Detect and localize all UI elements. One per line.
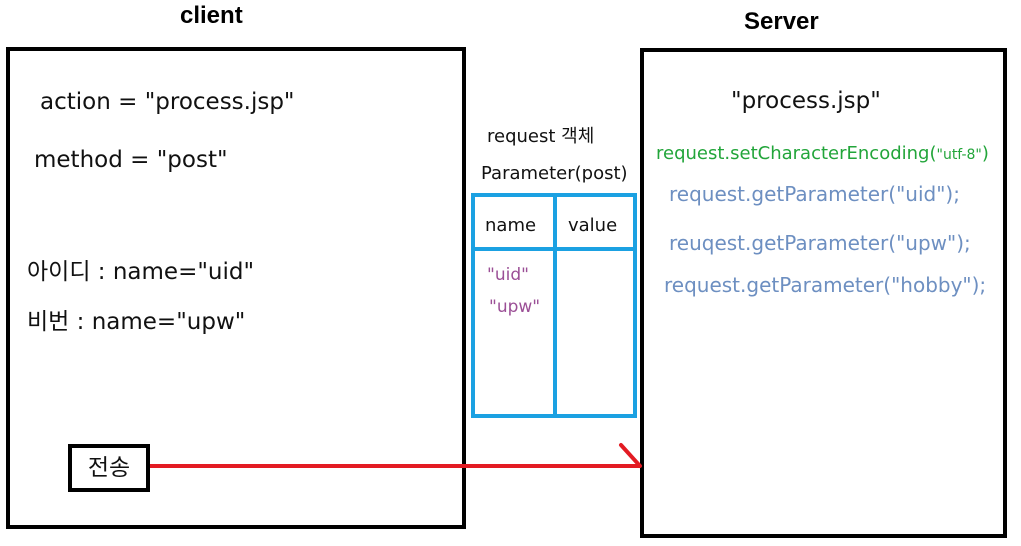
parameter-header-divider <box>475 247 633 251</box>
submit-button[interactable]: 전송 <box>68 444 150 492</box>
server-title: Server <box>744 8 819 35</box>
client-title: client <box>180 2 243 29</box>
parameter-table: name value "uid" "upw" <box>471 193 637 418</box>
get-parameter-upw-line: reuqest.getParameter("upw"); <box>669 231 971 255</box>
uid-field-label: 아이디 : name="uid" <box>27 259 255 285</box>
set-character-encoding-close: ) <box>981 143 989 164</box>
parameter-name-upw: "upw" <box>489 297 541 317</box>
set-character-encoding-call: request.setCharacterEncoding( <box>656 143 937 164</box>
upw-field-label: 비번 : name="upw" <box>27 309 246 335</box>
server-file-name: "process.jsp" <box>731 88 881 114</box>
get-parameter-hobby-line: request.getParameter("hobby"); <box>664 273 987 297</box>
parameter-name-uid: "uid" <box>487 265 529 285</box>
form-action-text: action = "process.jsp" <box>40 89 295 115</box>
parameter-value-header: value <box>568 215 618 236</box>
utf8-argument: "utf-8" <box>936 147 982 163</box>
request-object-title: request 객체 <box>487 126 595 147</box>
parameter-column-divider <box>553 197 557 414</box>
get-parameter-uid-line: request.getParameter("uid"); <box>669 182 960 206</box>
client-box <box>6 47 466 529</box>
form-method-text: method = "post" <box>34 147 228 173</box>
server-box <box>640 48 1007 538</box>
set-character-encoding-line: request.setCharacterEncoding("utf-8") <box>656 143 989 164</box>
parameter-post-title: Parameter(post) <box>481 163 628 184</box>
submit-arrowhead <box>619 443 642 468</box>
parameter-name-header: name <box>485 215 537 236</box>
